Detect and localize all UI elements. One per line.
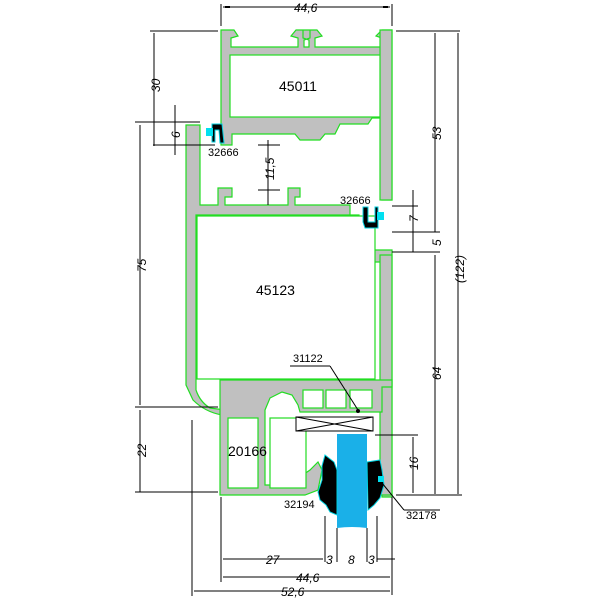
dim-bottom-8: 8 xyxy=(348,553,355,567)
gasket-32178 xyxy=(366,459,385,512)
label-32194: 32194 xyxy=(284,499,315,511)
dim-right-5: 5 xyxy=(430,239,444,246)
gasket-32666-left xyxy=(206,123,225,144)
dim-bottom-52-6: 52,6 xyxy=(281,585,305,599)
profile-45011 xyxy=(220,29,393,201)
dim-top-width: 44,6 xyxy=(294,1,318,15)
dim-left-6: 6 xyxy=(169,131,183,138)
label-31122: 31122 xyxy=(293,353,323,365)
dim-right-64: 64 xyxy=(430,366,444,380)
setting-block-31122 xyxy=(295,416,374,432)
dim-bottom-3b: 3 xyxy=(368,553,375,567)
glass-pane xyxy=(337,434,367,528)
dim-left-22: 22 xyxy=(135,443,149,458)
dim-right-16: 16 xyxy=(407,456,421,470)
dim-right-total: (122) xyxy=(453,255,467,283)
label-32666-left: 32666 xyxy=(208,147,239,159)
dim-bottom-27: 27 xyxy=(265,553,281,567)
label-20166: 20166 xyxy=(228,443,267,459)
dim-right-7: 7 xyxy=(407,214,421,222)
profile-45123 xyxy=(185,124,393,498)
label-32178: 32178 xyxy=(406,510,437,522)
gasket-32194 xyxy=(317,454,338,516)
gasket-32666-right xyxy=(362,206,384,229)
dim-inner-11-5: 11,5 xyxy=(263,157,277,180)
label-32666-right: 32666 xyxy=(340,195,371,207)
dim-bottom-44-6: 44,6 xyxy=(296,571,320,585)
label-45123: 45123 xyxy=(256,282,295,298)
dim-left-75: 75 xyxy=(135,258,149,272)
label-45011: 45011 xyxy=(279,78,317,94)
dim-right-53: 53 xyxy=(430,126,444,140)
dimension-lines xyxy=(135,4,462,596)
dim-left-30: 30 xyxy=(149,78,163,92)
dim-bottom-3a: 3 xyxy=(326,553,333,567)
